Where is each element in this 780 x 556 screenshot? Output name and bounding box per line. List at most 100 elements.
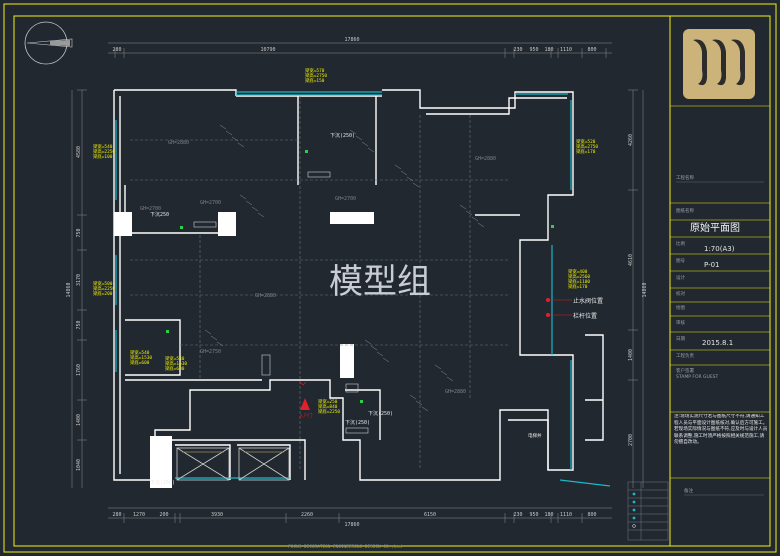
beam-lines — [130, 96, 510, 470]
remark-label: 备注 — [684, 487, 693, 494]
compass-icon — [24, 21, 73, 65]
left-seg: 4580 — [76, 146, 82, 158]
bottom-seg: 230 — [513, 512, 522, 518]
logo-mark — [693, 39, 745, 86]
entry-arrow-icon — [300, 398, 310, 410]
check-label: 校对 — [676, 290, 685, 297]
left-seg: 1400 — [76, 414, 82, 426]
top-seg: 1110 — [560, 47, 572, 53]
date-label: 日期 — [676, 336, 685, 342]
beam-symbols — [204, 124, 485, 412]
top-seg: 280 — [112, 47, 121, 53]
beam-tag: GH=2880 — [475, 156, 496, 162]
bottom-seg: 180 — [544, 512, 553, 518]
scale-label: 比例 — [676, 240, 685, 247]
top-seg: 230 — [513, 47, 522, 53]
outer-frame — [3, 3, 777, 553]
bottom-seg: 280 — [112, 512, 121, 518]
beam-tag: GH=2880 — [445, 389, 466, 395]
number-label: 图号 — [676, 258, 685, 264]
bottom-segment-labels: 280 1270 200 3930 2260 6150 230 950 180 … — [112, 512, 596, 518]
overall-height-left: 14860 — [66, 282, 72, 297]
right-seg: 4260 — [628, 134, 634, 146]
owner-label: 客户签署 — [676, 367, 694, 374]
water-valve-label: 止水阀位置 — [573, 297, 603, 305]
bottom-seg: 6150 — [424, 512, 436, 518]
fixtures — [193, 171, 369, 434]
owner-sub-label: STAMP FOR GUEST — [676, 374, 719, 380]
top-seg: 180 — [544, 47, 553, 53]
note-block: 注:现场实测尺寸若与图纸尺寸不符,请通知工程人员与平面设计图纸核对,确认后方可施… — [674, 414, 768, 446]
beam-tag: GH=2750 — [200, 349, 221, 355]
entry-label: 入户门 — [299, 412, 313, 419]
left-segment-labels: 4580 750 3170 750 1760 1400 1040 — [76, 146, 82, 471]
left-seg: 750 — [76, 320, 82, 329]
right-seg: 1400 — [628, 349, 634, 361]
supervisor-label: 工程负责 — [676, 352, 694, 359]
railing-label: 栏杆位置 — [573, 312, 597, 320]
scale-value: 1:70(A3) — [704, 245, 735, 253]
top-segment-labels: 280 10790 230 950 180 1110 800 — [112, 47, 596, 53]
bottom-seg: 1110 — [560, 512, 572, 518]
elevator-label: 电梯井 — [528, 432, 542, 439]
construction-note: 注:现场实测尺寸若与图纸尺寸不符,请通知工程人员与平面设计图纸核对,确认后方可施… — [674, 414, 768, 446]
project-name-label: 工程名称 — [676, 174, 694, 181]
room-label: 下沉(250) — [150, 479, 175, 486]
left-seg: 3170 — [76, 274, 82, 286]
beam-tag: GH=2880 — [168, 140, 189, 146]
green-markers — [166, 150, 554, 403]
bottom-seg: 200 — [159, 512, 168, 518]
design-label: 设计 — [676, 274, 685, 281]
room-label: 下沉(250) — [330, 132, 355, 139]
legend-table — [627, 481, 669, 541]
right-segment-labels: 4260 4610 1400 2700 — [628, 134, 634, 446]
title-block: 工程名称 图纸名称 原始平面图 比例 1:70(A3) 图号 P-01 设计 校… — [670, 29, 770, 496]
bottom-seg: 3930 — [211, 512, 223, 518]
approve-label: 审核 — [676, 319, 685, 326]
legend-symbols — [632, 492, 636, 528]
bottom-seg: 1270 — [133, 512, 145, 518]
company-caption: FOCUS DECORATION ENGINEERING DESIGN CO.,… — [288, 544, 402, 550]
overall-width-bottom: 17860 — [344, 522, 359, 528]
draw-label: 绘图 — [676, 304, 685, 311]
bottom-seg: 950 — [529, 512, 538, 518]
overall-width-top: 17860 — [344, 37, 359, 43]
right-seg: 4610 — [628, 254, 634, 266]
walls — [113, 89, 604, 481]
drawing-number: P-01 — [704, 261, 720, 269]
beam-tag: GH=2700 — [140, 206, 161, 212]
beam-tag: GH=2700 — [335, 196, 356, 202]
drawing-name: 原始平面图 — [690, 221, 740, 234]
beam-height-labels: GH=2880 GH=2700 GH=2880 GH=2700 GH=2880 … — [140, 140, 496, 395]
left-seg: 750 — [76, 228, 82, 237]
bottom-seg: 800 — [587, 512, 596, 518]
column-blocks — [114, 212, 374, 488]
beam-tag: GH=2700 — [200, 200, 221, 206]
room-label: 下沉(250) — [368, 410, 393, 417]
right-seg: 2700 — [628, 434, 634, 446]
bottom-seg: 2260 — [301, 512, 313, 518]
drawing-name-label: 图纸名称 — [676, 207, 694, 214]
date-value: 2015.8.1 — [702, 339, 733, 347]
left-seg: 1760 — [76, 364, 82, 376]
red-markers — [299, 298, 572, 410]
beam-tag: GH=2880 — [255, 293, 276, 299]
room-label: 下沉(250) — [345, 419, 370, 426]
left-seg: 1040 — [76, 459, 82, 471]
room-label: 下沉250 — [150, 211, 169, 218]
dimension-lines — [71, 42, 644, 523]
windows — [115, 91, 611, 487]
overall-height-right: 14860 — [642, 282, 648, 297]
top-seg: 950 — [529, 47, 538, 53]
top-seg: 10790 — [260, 47, 275, 53]
